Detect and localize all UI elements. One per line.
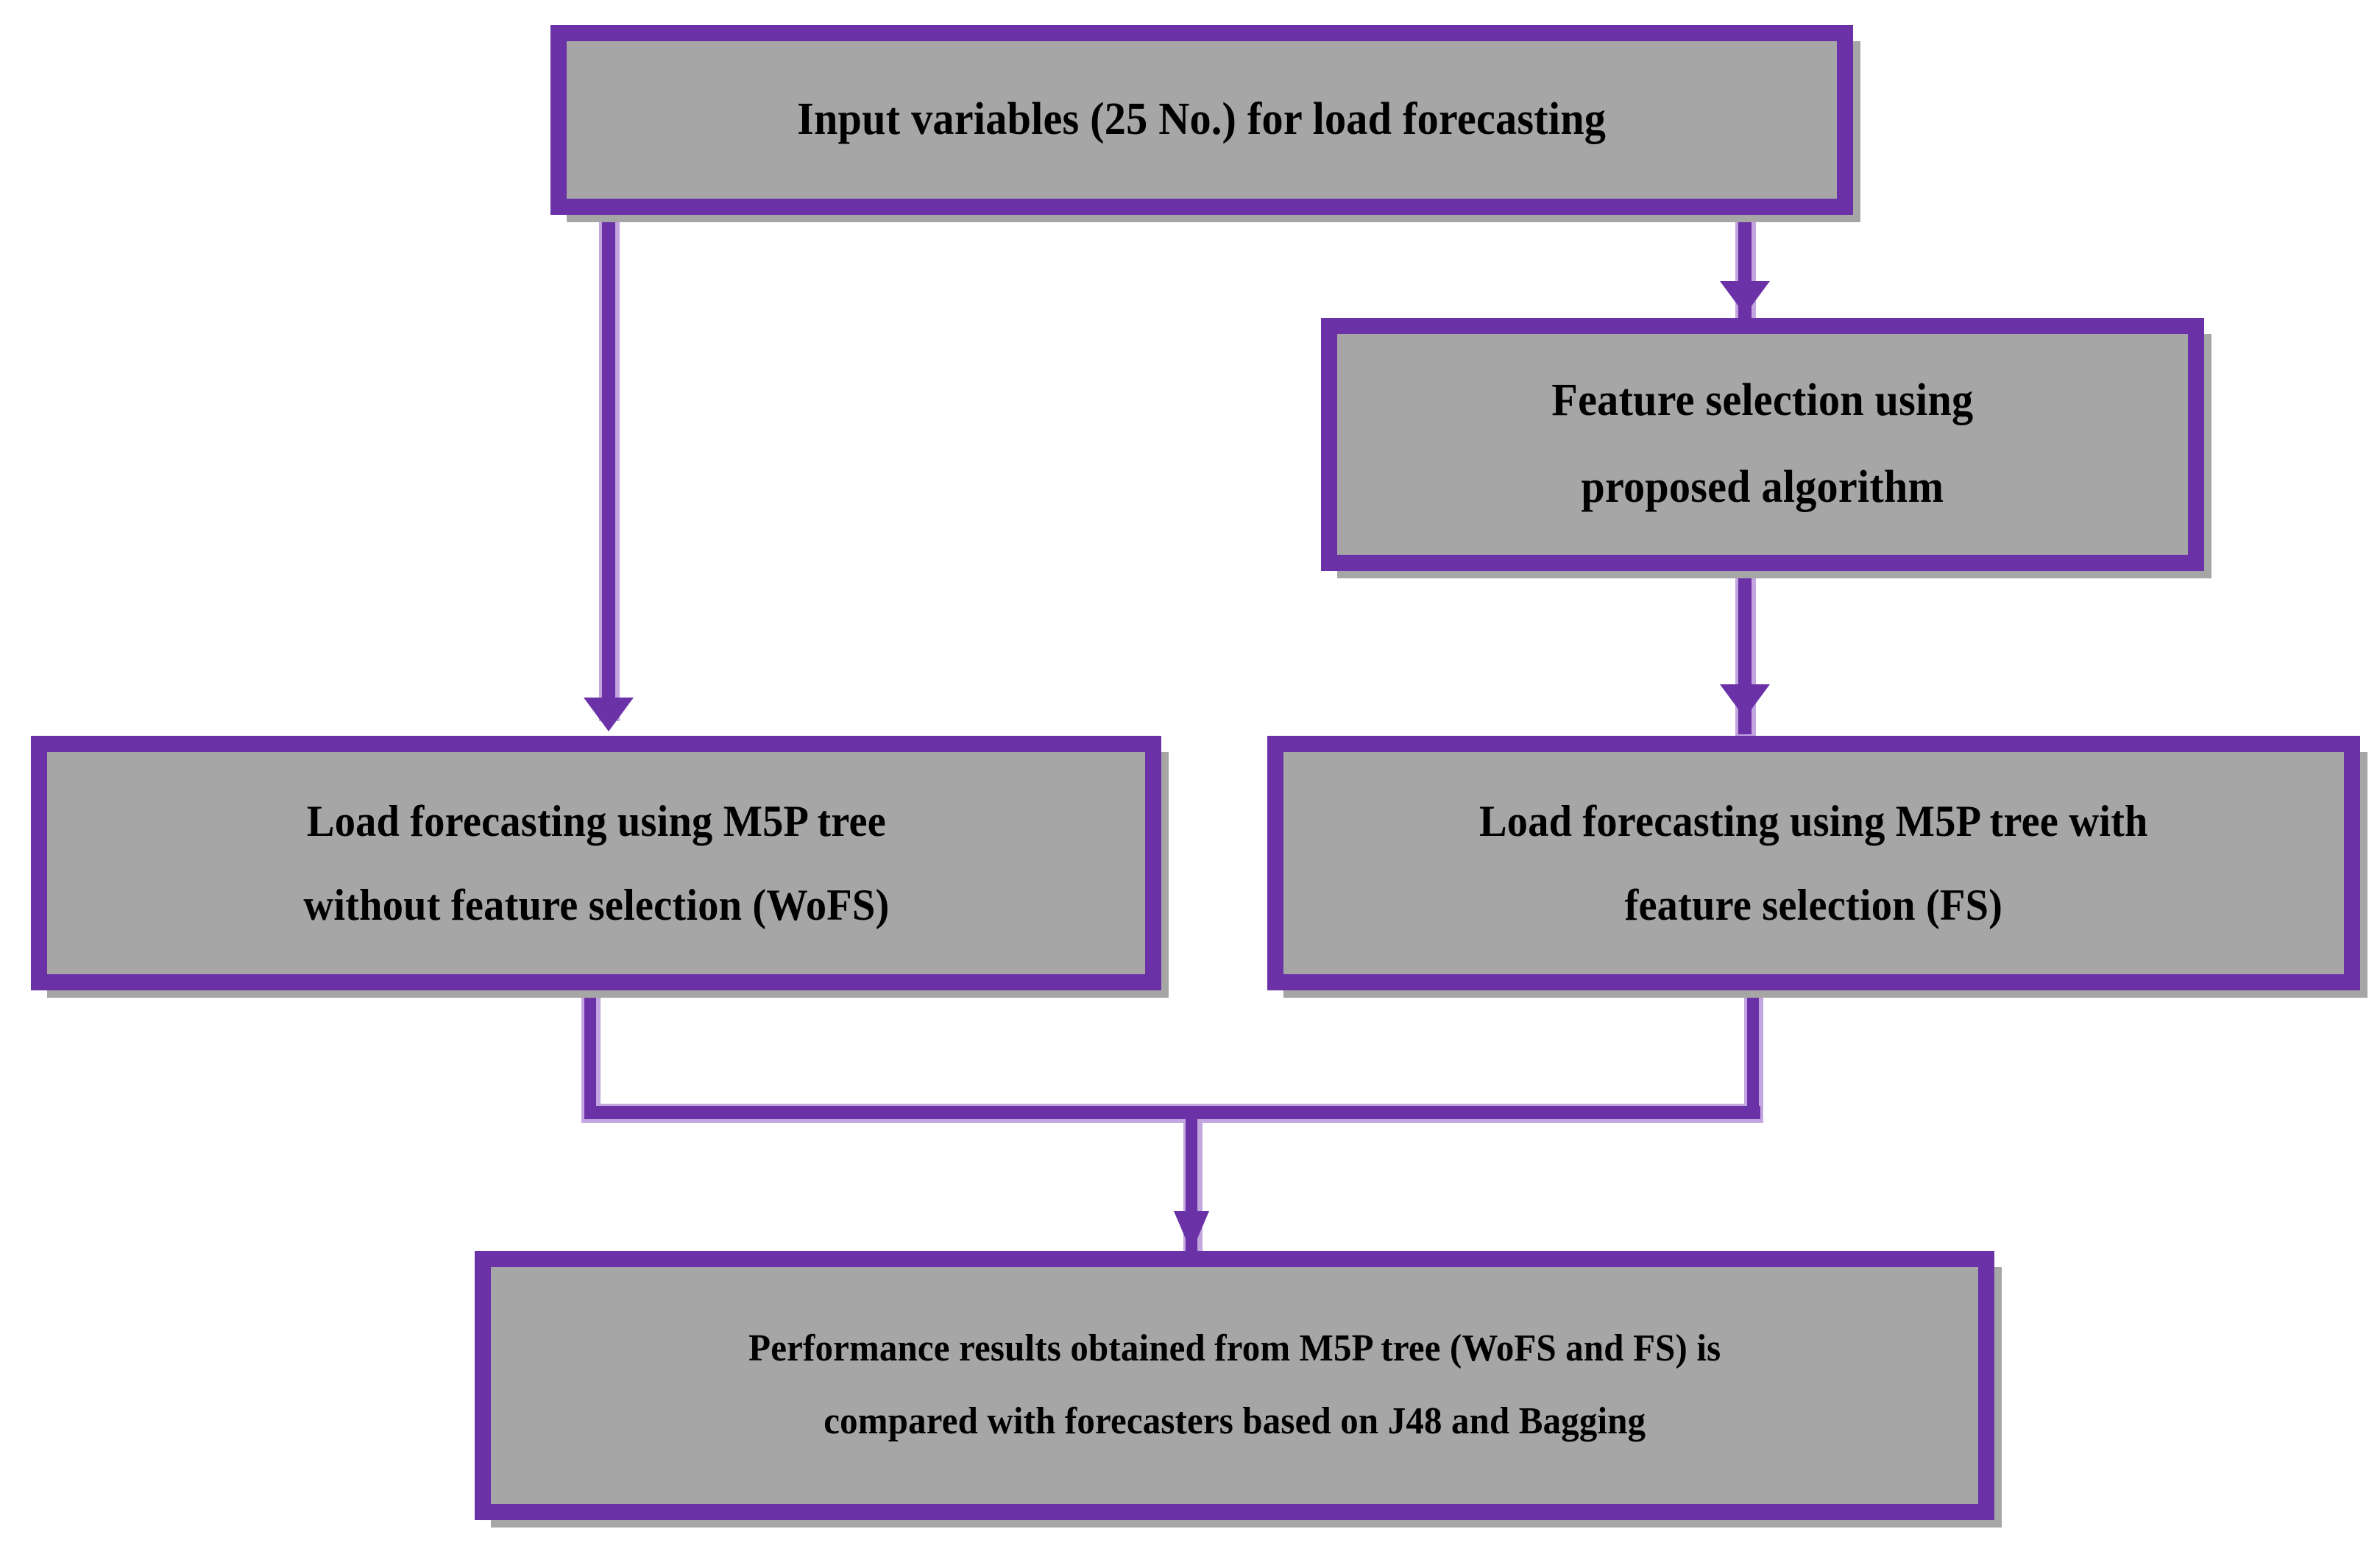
edge-input-to-wofs-line (602, 210, 615, 718)
edge-input-to-wofs-arrowhead (584, 698, 634, 731)
node-feature-selection-label: Feature selection using proposed algorit… (1551, 375, 1974, 512)
edge-input-to-feature-arrowhead (1720, 281, 1770, 315)
edge-merge-bar (584, 1106, 1760, 1119)
node-performance-comparison-label: Performance results obtained from M5P tr… (748, 1327, 1721, 1442)
node-input-variables-label: Input variables (25 No.) for load foreca… (797, 94, 1607, 145)
edge-wofs-merge-drop (584, 986, 596, 1115)
node-performance-comparison[interactable]: Performance results obtained from M5P tr… (475, 1251, 2002, 1528)
node-load-forecasting-fs-label: Load forecasting using M5P tree with fea… (1479, 797, 2148, 929)
edge-feature-to-fs-arrowhead (1720, 684, 1770, 718)
node-feature-selection[interactable]: Feature selection using proposed algorit… (1321, 318, 2211, 578)
edge-fs-merge-drop (1747, 986, 1759, 1115)
node-load-forecasting-fs[interactable]: Load forecasting using M5P tree with fea… (1267, 736, 2367, 998)
node-load-forecasting-wofs-label: Load forecasting using M5P tree without … (302, 797, 890, 929)
node-input-variables[interactable]: Input variables (25 No.) for load foreca… (550, 25, 1860, 222)
node-load-forecasting-wofs[interactable]: Load forecasting using M5P tree without … (31, 736, 1169, 998)
edge-merge-to-comparison-arrowhead (1174, 1211, 1209, 1252)
